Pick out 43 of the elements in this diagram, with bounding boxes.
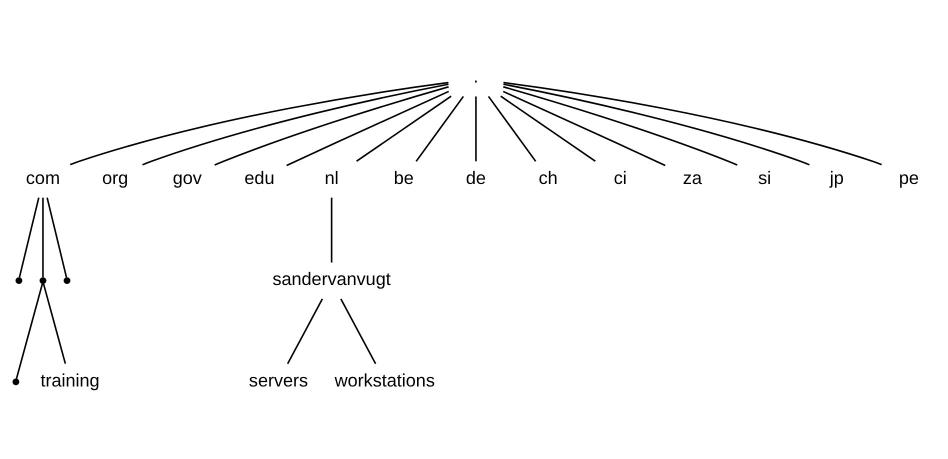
node-point	[63, 276, 70, 284]
connector	[69, 81, 448, 165]
connector	[46, 196, 67, 277]
node-text: com	[25, 167, 60, 188]
connector	[502, 82, 810, 166]
connector	[502, 81, 882, 165]
node-text: de	[465, 167, 486, 188]
connector	[42, 282, 66, 364]
node-text: pe	[898, 167, 918, 188]
node-text: workstations	[334, 370, 434, 390]
node-text: jp	[829, 167, 844, 188]
connector	[415, 95, 464, 162]
connector	[18, 196, 40, 277]
node-text: be	[393, 167, 414, 188]
connector	[474, 96, 476, 161]
node-text: nl	[324, 167, 338, 188]
node-text: edu	[244, 167, 274, 188]
connector	[330, 197, 332, 262]
node-text: ci	[613, 167, 626, 188]
connector	[502, 86, 737, 166]
node-point	[15, 276, 22, 284]
node-text: training	[40, 370, 100, 390]
connector	[286, 90, 449, 166]
connector	[502, 90, 666, 166]
node-text: ch	[538, 167, 558, 188]
connector	[214, 86, 448, 166]
connector	[42, 197, 44, 277]
node-text: servers	[248, 370, 308, 390]
connector	[487, 95, 536, 162]
node-text: .	[472, 66, 478, 86]
node-point	[39, 276, 46, 284]
connector	[356, 95, 452, 162]
node-text: sandervanvugt	[272, 268, 390, 289]
node-point	[12, 378, 19, 385]
connector	[340, 298, 376, 364]
connector	[142, 82, 448, 166]
node-text: za	[682, 167, 702, 188]
connector	[286, 298, 323, 364]
node-text: org	[102, 167, 128, 188]
node-text: gov	[172, 167, 202, 188]
connector	[500, 95, 596, 162]
connector	[15, 282, 43, 378]
node-text: si	[758, 167, 771, 188]
